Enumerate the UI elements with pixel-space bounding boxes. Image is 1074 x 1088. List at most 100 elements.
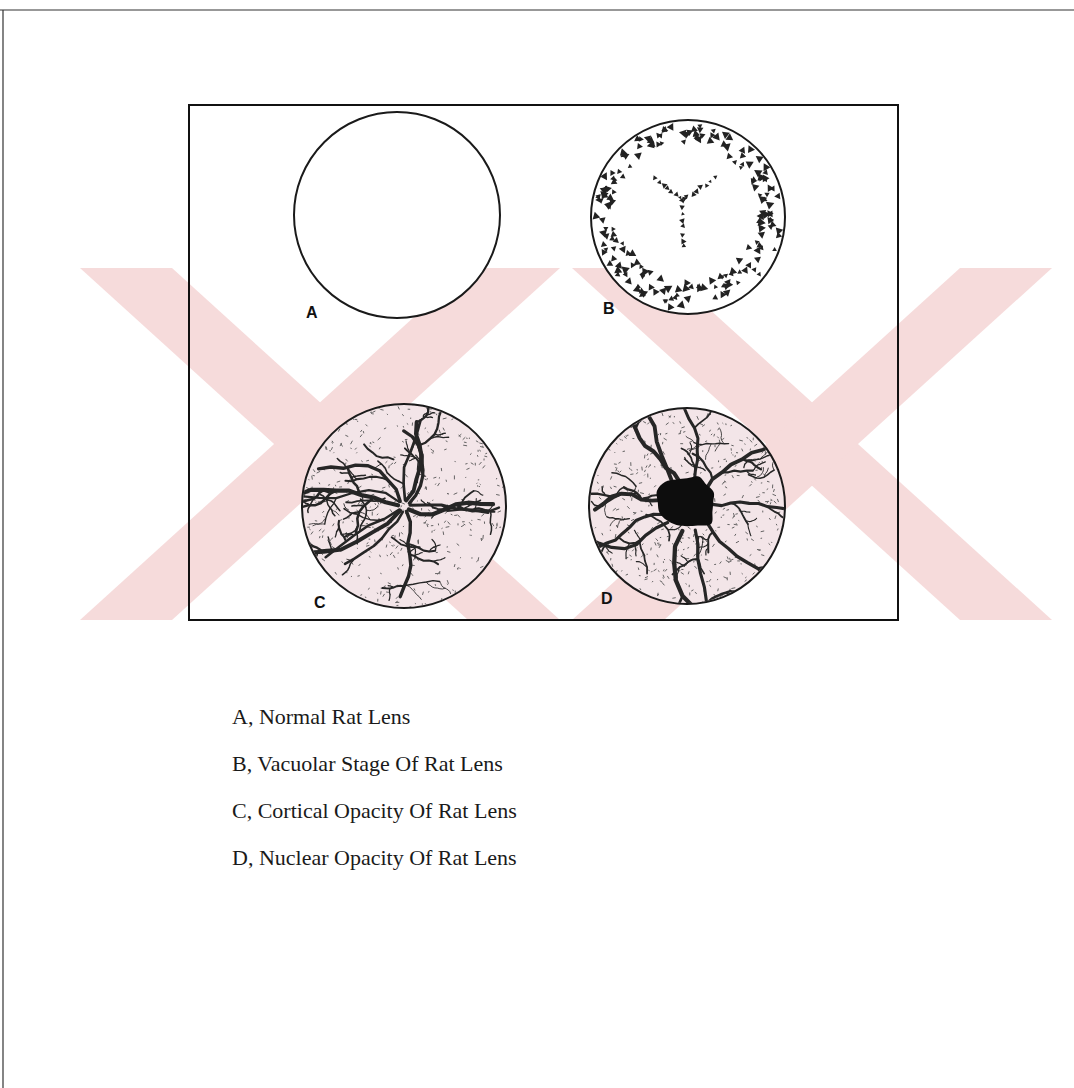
- opacity-speck: [628, 532, 629, 534]
- opacity-speck: [732, 475, 733, 478]
- opacity-speck: [729, 558, 731, 561]
- opacity-speck: [750, 440, 753, 443]
- vacuole-dot: [668, 303, 675, 310]
- opacity-speck: [401, 503, 405, 505]
- opacity-speck: [369, 446, 370, 448]
- opacity-speck: [657, 593, 659, 596]
- vacuole-dot: [600, 191, 608, 199]
- lens-crack: [801, 484, 808, 492]
- lens-crack: [745, 455, 772, 461]
- opacity-speck: [447, 551, 450, 553]
- lens-crack: [631, 402, 644, 420]
- vacuole-dot: [708, 180, 711, 183]
- opacity-speck: [386, 591, 389, 592]
- opacity-speck: [360, 430, 362, 432]
- opacity-speck: [739, 440, 743, 442]
- vacuole-dot: [691, 125, 698, 132]
- opacity-speck: [398, 406, 399, 409]
- opacity-speck: [626, 435, 627, 437]
- lens-crack: [352, 505, 363, 506]
- opacity-speck: [651, 571, 653, 572]
- opacity-speck: [662, 413, 663, 416]
- vacuole-dot: [762, 169, 768, 175]
- opacity-speck: [477, 519, 480, 521]
- vacuole-dot: [603, 248, 608, 253]
- opacity-speck: [476, 561, 477, 562]
- vacuole-dot: [752, 184, 759, 191]
- opacity-speck: [597, 482, 598, 484]
- opacity-speck: [746, 538, 747, 540]
- opacity-speck: [385, 461, 387, 463]
- lens-crack: [346, 498, 385, 502]
- opacity-speck: [435, 413, 437, 415]
- opacity-speck: [438, 412, 439, 414]
- opacity-speck: [632, 438, 634, 439]
- lens-crack: [409, 503, 493, 515]
- opacity-speck: [710, 571, 712, 573]
- vacuole-dot: [620, 241, 624, 245]
- opacity-speck: [615, 467, 616, 468]
- opacity-speck: [465, 463, 467, 465]
- opacity-speck: [646, 465, 647, 467]
- opacity-speck: [439, 430, 440, 433]
- vacuole-dot: [697, 185, 703, 190]
- opacity-speck: [466, 468, 469, 469]
- opacity-speck: [700, 554, 702, 556]
- opacity-speck: [735, 513, 737, 515]
- lens-crack: [360, 499, 367, 530]
- lens-crack: [685, 458, 705, 471]
- opacity-speck: [650, 548, 652, 551]
- lens-circle: A: [294, 112, 500, 318]
- vacuole-dot: [711, 129, 716, 134]
- page-border: [2, 10, 3, 1088]
- opacity-speck: [322, 530, 325, 532]
- opacity-speck: [750, 554, 752, 555]
- opacity-speck: [705, 440, 707, 442]
- opacity-speck: [662, 578, 664, 579]
- lens-crack: [434, 558, 445, 562]
- opacity-speck: [471, 520, 472, 521]
- panel-letter: C: [314, 594, 326, 612]
- opacity-speck: [395, 601, 398, 603]
- opacity-speck: [725, 481, 727, 482]
- opacity-speck: [718, 460, 719, 462]
- opacity-speck: [737, 560, 740, 561]
- vacuole-dot: [610, 170, 615, 176]
- opacity-speck: [647, 458, 648, 460]
- vacuole-dot: [736, 258, 743, 265]
- opacity-speck: [332, 441, 333, 443]
- opacity-speck: [446, 480, 447, 482]
- lens-crack: [631, 420, 680, 482]
- opacity-speck: [674, 416, 675, 417]
- vacuole-dot: [599, 217, 606, 223]
- opacity-speck: [631, 519, 634, 520]
- opacity-speck: [686, 472, 689, 474]
- opacity-speck: [448, 522, 450, 525]
- opacity-speck: [619, 439, 620, 440]
- lens-crack: [606, 546, 613, 554]
- opacity-speck: [614, 452, 616, 454]
- opacity-speck: [705, 559, 708, 560]
- opacity-speck: [732, 454, 733, 455]
- opacity-speck: [761, 554, 764, 556]
- opacity-speck: [496, 478, 497, 479]
- vacuole-dot: [740, 162, 744, 167]
- lens-crack: [783, 590, 786, 610]
- opacity-speck: [745, 577, 746, 579]
- lens-crack: [418, 474, 426, 476]
- opacity-speck: [662, 442, 663, 444]
- opacity-speck: [427, 524, 428, 527]
- opacity-speck: [382, 487, 385, 489]
- lens-circle: B: [591, 120, 785, 314]
- lens-crack: [392, 537, 420, 547]
- vacuole-dot: [656, 275, 664, 282]
- opacity-speck: [397, 567, 399, 569]
- opacity-speck: [644, 455, 646, 459]
- opacity-speck: [475, 463, 476, 466]
- opacity-speck: [471, 463, 474, 465]
- opacity-speck: [638, 490, 639, 493]
- opacity-speck: [371, 474, 373, 476]
- opacity-speck: [731, 559, 733, 560]
- opacity-speck: [714, 564, 716, 565]
